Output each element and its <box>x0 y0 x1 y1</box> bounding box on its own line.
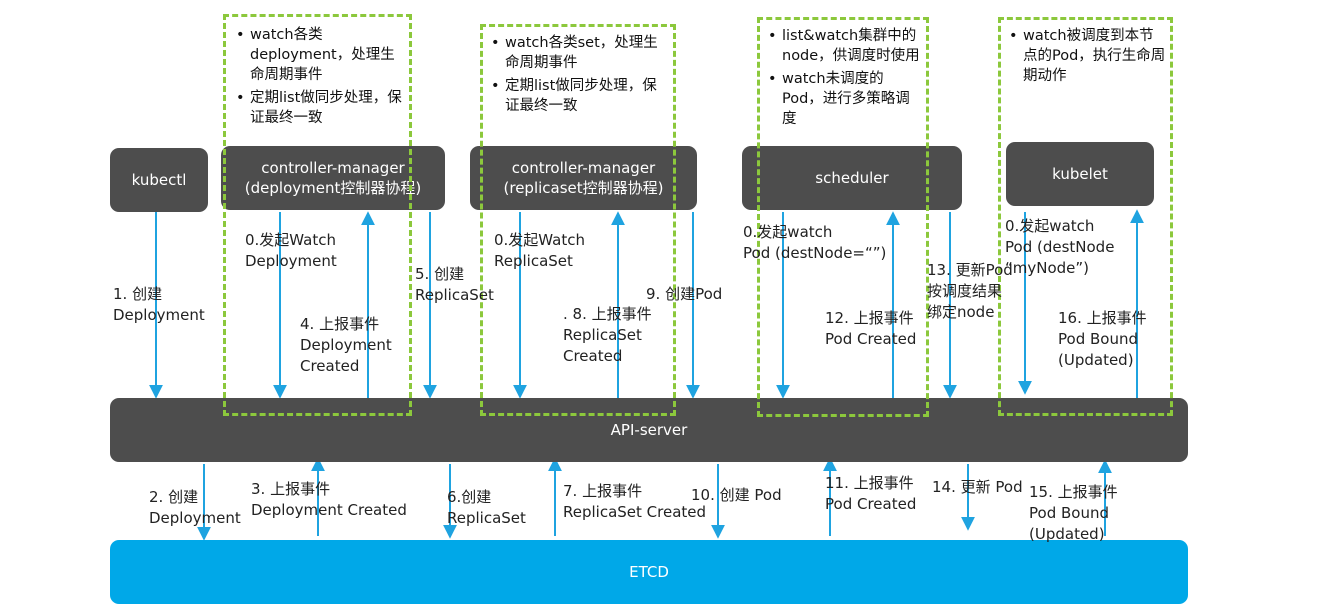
cm-replicaset-subtitle: (replicaset控制器协程) <box>503 179 664 197</box>
note-deployment-controller: watch各类deployment，处理生命周期事件 定期list做同步处理，保… <box>223 14 412 416</box>
kubelet-box: kubelet <box>1006 142 1154 206</box>
note-replicaset-item-2: 定期list做同步处理，保证最终一致 <box>487 76 667 116</box>
etcd-bar: ETCD <box>110 540 1188 604</box>
controller-manager-deployment-box: controller-manager (deployment控制器协程) <box>221 146 445 210</box>
api-server-bar: API-server <box>110 398 1188 462</box>
note-scheduler-item-2: watch未调度的Pod，进行多策略调度 <box>764 69 920 129</box>
note-replicaset-controller: watch各类set，处理生命周期事件 定期list做同步处理，保证最终一致 <box>480 24 676 416</box>
label-9: 9. 创建Pod <box>646 285 723 303</box>
note-replicaset-item-1: watch各类set，处理生命周期事件 <box>487 33 667 73</box>
label-14: 14. 更新 Pod <box>932 478 1023 496</box>
cm-replicaset-title: controller-manager <box>511 159 656 177</box>
api-server-label: API-server <box>610 421 688 439</box>
kubelet-label: kubelet <box>1052 165 1108 183</box>
scheduler-box: scheduler <box>742 146 962 210</box>
controller-manager-replicaset-box: controller-manager (replicaset控制器协程) <box>470 146 697 210</box>
note-kubelet: watch被调度到本节点的Pod，执行生命周期动作 <box>998 17 1173 416</box>
note-deployment-item-2: 定期list做同步处理，保证最终一致 <box>232 88 403 128</box>
etcd-label: ETCD <box>629 563 669 581</box>
cm-deployment-title: controller-manager <box>261 159 405 177</box>
label-10: 10. 创建 Pod <box>691 486 782 504</box>
kubectl-box: kubectl <box>110 148 208 212</box>
cm-deployment-subtitle: (deployment控制器协程) <box>244 179 422 197</box>
note-deployment-item-1: watch各类deployment，处理生命周期事件 <box>232 25 403 85</box>
kubectl-label: kubectl <box>131 171 187 189</box>
scheduler-label: scheduler <box>815 169 889 187</box>
note-kubelet-item-1: watch被调度到本节点的Pod，执行生命周期动作 <box>1005 26 1166 86</box>
note-scheduler-item-1: list&watch集群中的node，供调度时使用 <box>764 26 920 66</box>
note-scheduler: list&watch集群中的node，供调度时使用 watch未调度的Pod，进… <box>757 17 929 417</box>
